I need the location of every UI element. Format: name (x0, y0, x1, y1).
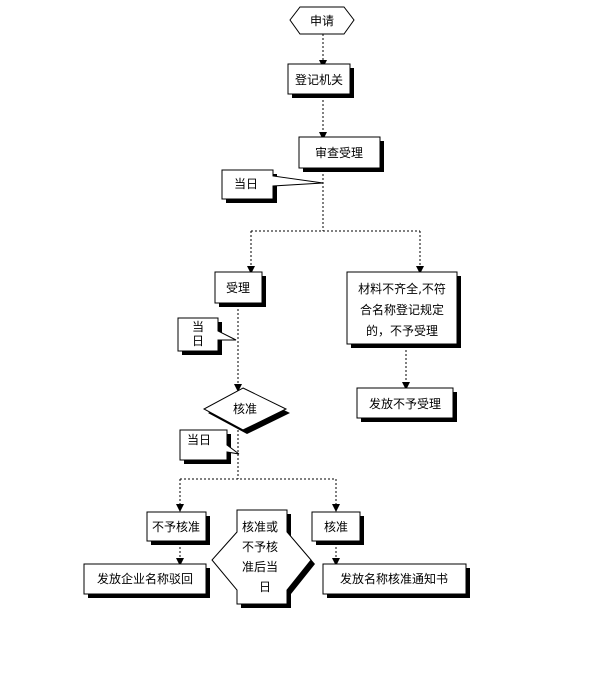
callout-same-day-2: 当 日 (177, 317, 237, 355)
node-reject-line-2: 合名称登记规定 (360, 302, 444, 317)
callout-same-day-2-line-2: 日 (192, 334, 204, 348)
callout-after-line-2: 不予核 (242, 540, 278, 554)
node-reject-line-1: 材料不齐全,不符 (358, 281, 446, 296)
connectors (176, 34, 424, 566)
node-send-reject-name: 发放企业名称驳回 (83, 563, 210, 598)
node-apply-label: 申请 (310, 14, 334, 28)
callout-same-day-1-text: 当日 (234, 177, 258, 191)
node-approve-label: 核准 (324, 520, 348, 534)
node-registry-label: 登记机关 (295, 72, 343, 87)
callout-same-day-2-line-1: 当 (192, 320, 204, 334)
callout-after-line-1: 核准或 (242, 520, 278, 534)
callout-same-day-3-text: 当日 (187, 433, 211, 447)
callout-after-line-3: 准后当 (242, 560, 278, 574)
callout-after-line-4: 日 (259, 580, 271, 594)
node-review-label: 审查受理 (315, 145, 363, 160)
node-approve: 核准 (311, 511, 364, 545)
node-accept: 受理 (214, 271, 266, 307)
node-send-reject-name-label: 发放企业名称驳回 (97, 571, 193, 586)
node-not-approve-label: 不予核准 (152, 520, 200, 534)
node-send-notice: 发放名称核准通知书 (322, 563, 470, 598)
node-registry: 登记机关 (287, 63, 354, 98)
node-accept-label: 受理 (226, 281, 250, 295)
node-reject: 材料不齐全,不符 合名称登记规定 的，不予受理 (346, 271, 461, 348)
node-approve-question-label: 核准 (233, 402, 257, 416)
node-send-reject: 发放不予受理 (356, 387, 457, 422)
node-approve-question: 核准 (202, 387, 290, 434)
node-review: 审查受理 (298, 136, 384, 172)
node-not-approve: 不予核准 (146, 511, 210, 545)
callout-after-approval: 核准或 不予核 准后当 日 (211, 509, 315, 608)
callout-same-day-3: 当日 (179, 429, 240, 464)
node-send-notice-label: 发放名称核准通知书 (340, 571, 448, 586)
node-apply: 申请 (289, 6, 355, 35)
callout-same-day-1: 当日 (221, 169, 324, 203)
node-send-reject-label: 发放不予受理 (369, 396, 441, 411)
node-reject-line-3: 的，不予受理 (366, 323, 438, 338)
